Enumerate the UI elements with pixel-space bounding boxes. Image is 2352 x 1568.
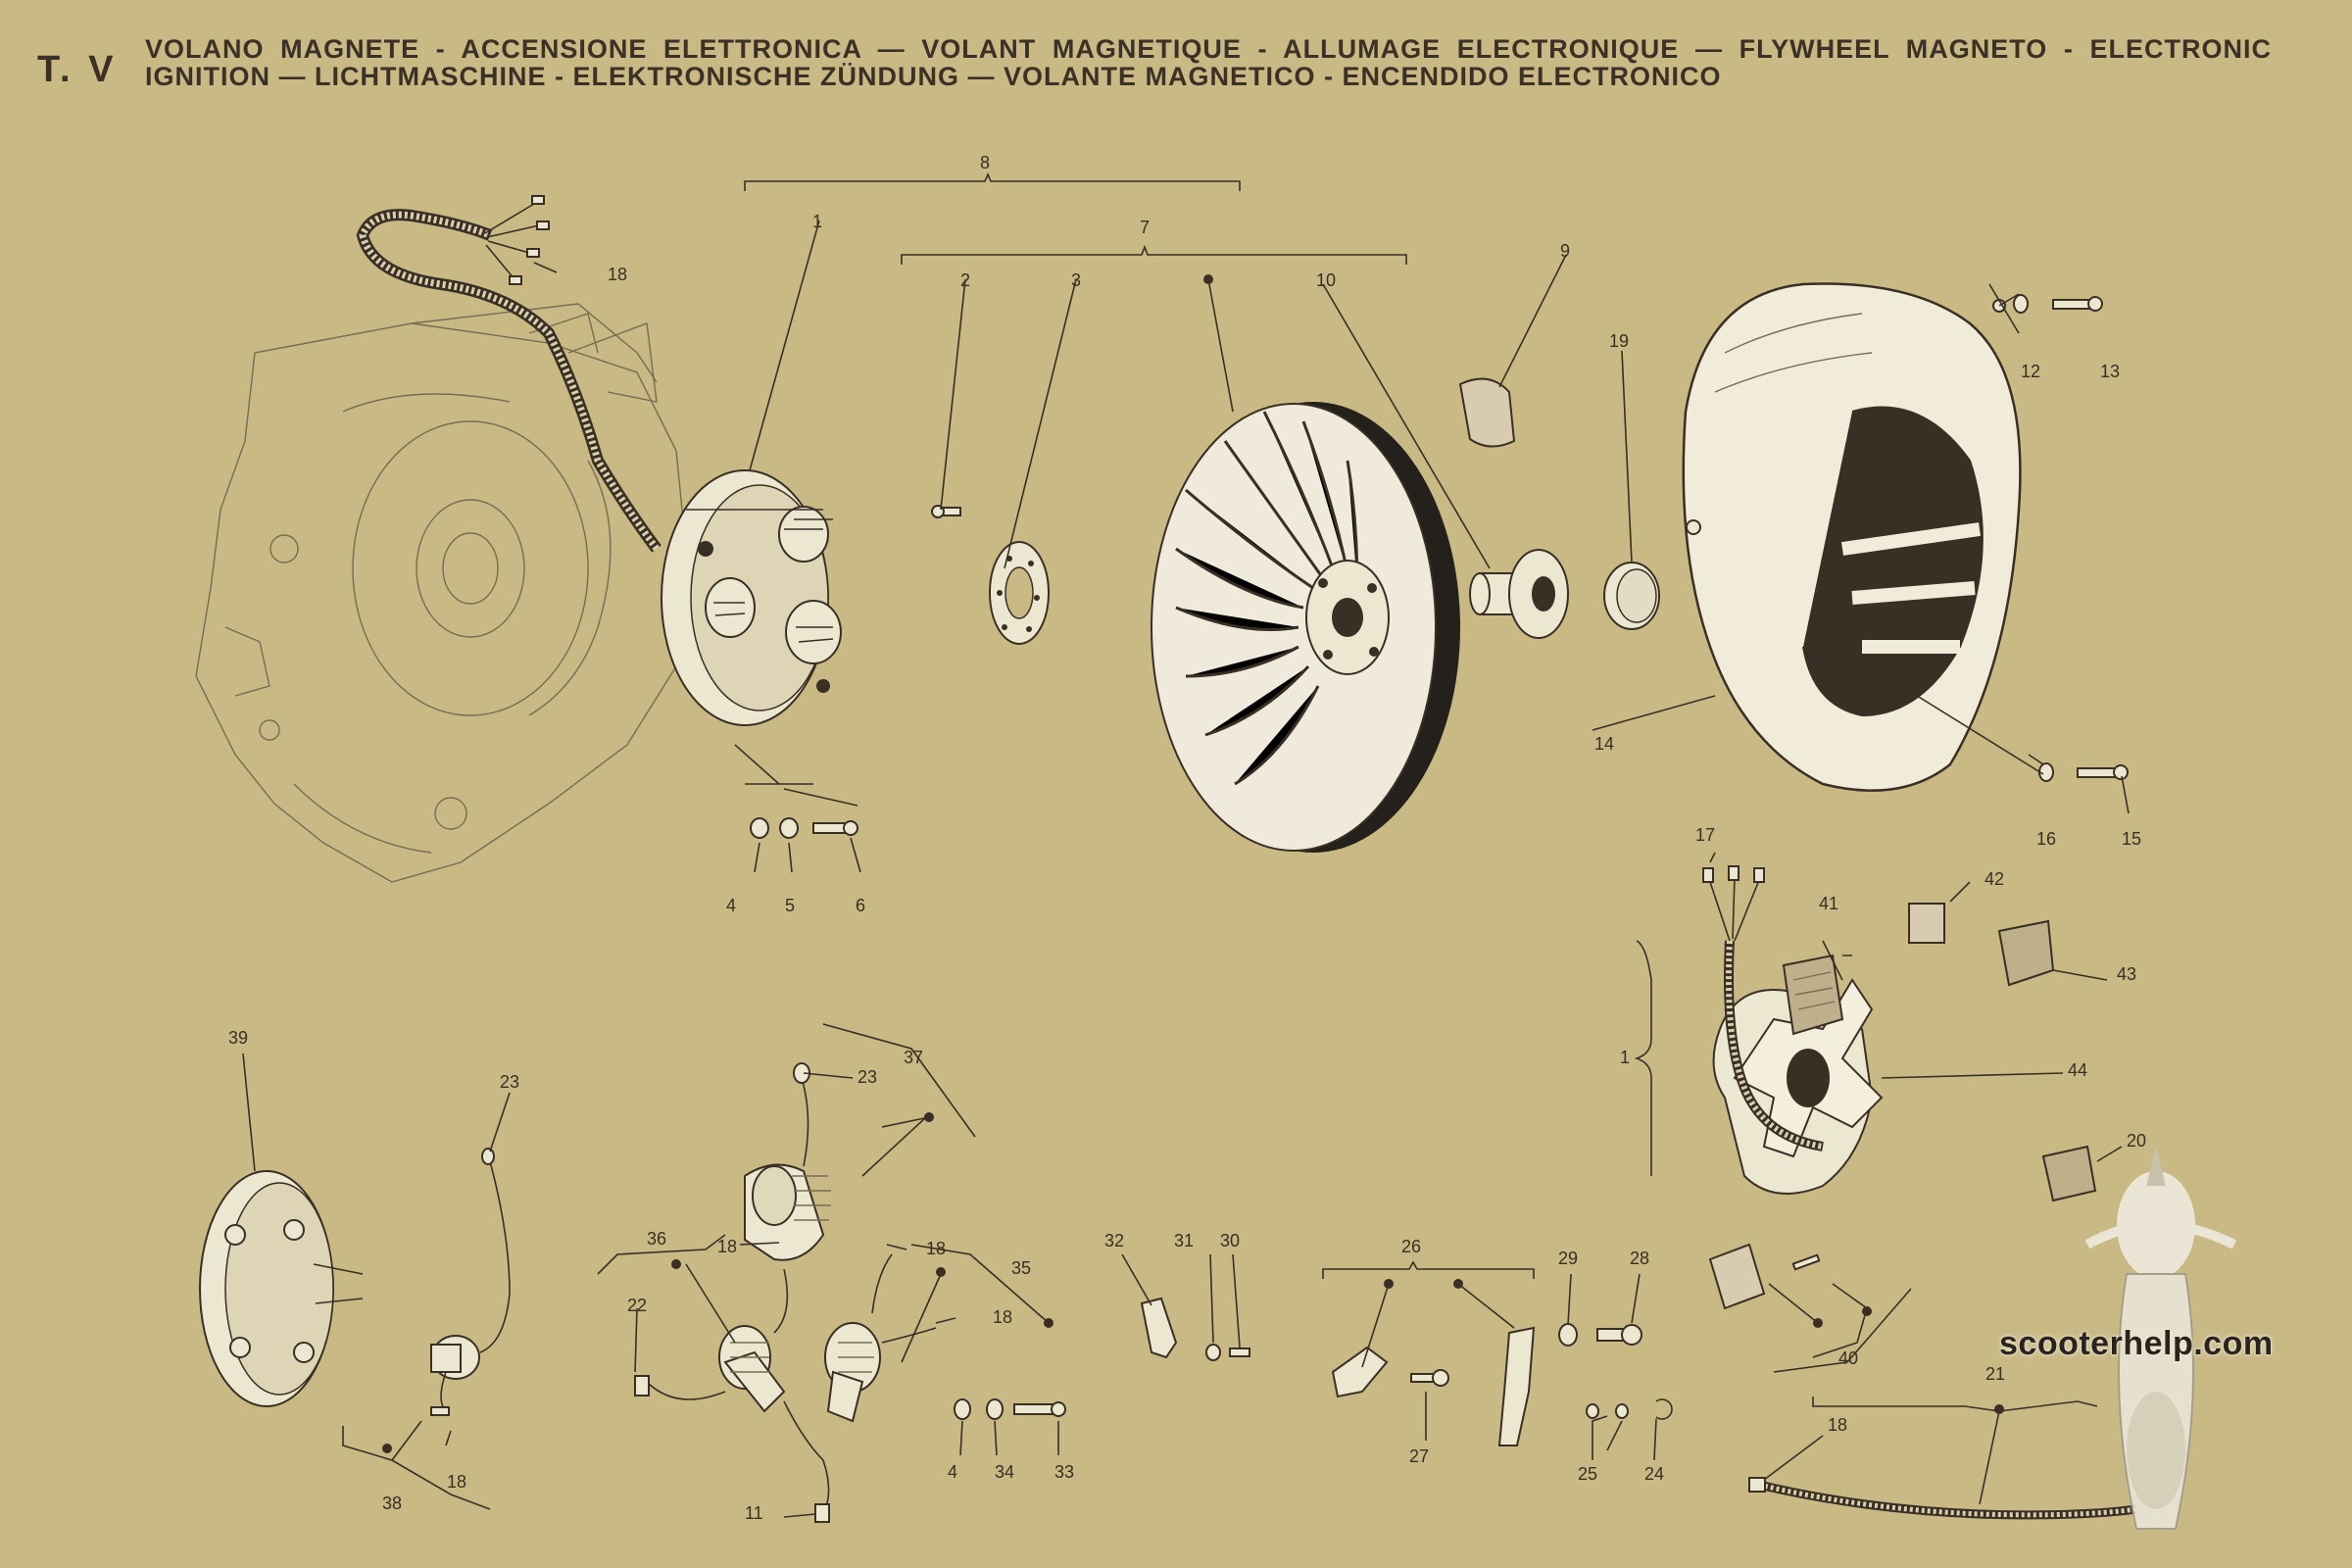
- callout: 29: [1558, 1249, 1578, 1268]
- callout: 31: [1174, 1231, 1194, 1250]
- watermark-text: scooterhelp.com: [1999, 1325, 2274, 1362]
- callout: 24: [1644, 1464, 1664, 1484]
- nut-washer-screw-set: [750, 817, 858, 839]
- leader-lines: [242, 172, 2130, 1518]
- callout: 2: [960, 270, 970, 290]
- callout: 41: [1819, 894, 1838, 913]
- callout: 36: [647, 1229, 666, 1249]
- title-line-2: IGNITION — LICHTMASCHINE - ELEKTRONISCHE…: [145, 62, 1722, 91]
- base-plate-39: [199, 1170, 364, 1407]
- callout: 18: [993, 1307, 1012, 1327]
- callout: 28: [1630, 1249, 1649, 1268]
- callout: 44: [2068, 1060, 2087, 1080]
- callout: 11: [745, 1503, 763, 1523]
- ht-lead-21: [1748, 1477, 2137, 1520]
- fan-cowling: [1682, 282, 2022, 792]
- hub-cap: [1603, 562, 1660, 630]
- hardware-33-34: [954, 1398, 1066, 1420]
- callout: 18: [717, 1237, 737, 1256]
- callout: 4: [726, 896, 736, 915]
- diagram-title: VOLANO MAGNETE - ACCENSIONE ELETTRONICA …: [145, 35, 2281, 90]
- lever-assembly-26: [1331, 1323, 1673, 1446]
- callout: 16: [2036, 829, 2056, 849]
- callout: 39: [228, 1028, 248, 1048]
- flywheel-hub: [1469, 549, 1569, 639]
- callout: 18: [447, 1472, 466, 1492]
- stator-wire-harness: [356, 195, 662, 553]
- lighting-coil-35: [824, 1253, 937, 1423]
- pickup-coil-38: [430, 1148, 511, 1416]
- callout: 1: [1620, 1048, 1630, 1067]
- callout: 4: [948, 1462, 957, 1482]
- callout: 1: [812, 212, 822, 231]
- module-20: [2041, 1145, 2097, 1202]
- screw-15: [2038, 762, 2129, 782]
- ignition-coil-37: [744, 1062, 831, 1261]
- callout: 22: [627, 1296, 647, 1315]
- callout: 18: [926, 1239, 946, 1258]
- callout: 3: [1071, 270, 1081, 290]
- callout: 14: [1594, 734, 1614, 754]
- callout: 40: [1838, 1348, 1858, 1368]
- callout: 10: [1316, 270, 1336, 290]
- scooter-logo: [2084, 1147, 2237, 1530]
- charging-coil-36: [634, 1268, 789, 1413]
- flange-washer: [989, 541, 1050, 645]
- module-43: [1997, 919, 2055, 987]
- callout: 33: [1054, 1462, 1074, 1482]
- callout: 20: [2127, 1131, 2146, 1151]
- callout: 32: [1104, 1231, 1124, 1250]
- callout: 5: [785, 896, 795, 915]
- leader-dots: [382, 274, 2004, 1453]
- callout: 8: [980, 153, 990, 172]
- callout: 37: [904, 1048, 923, 1067]
- callout: 30: [1220, 1231, 1240, 1250]
- callout: 21: [1985, 1364, 2005, 1384]
- screw-2: [931, 505, 961, 518]
- callout: 43: [2117, 964, 2136, 984]
- callout: 17: [1695, 825, 1715, 845]
- callout: 25: [1578, 1464, 1597, 1484]
- callout: 34: [995, 1462, 1014, 1482]
- crankcase-outline: [195, 303, 687, 883]
- callout: 18: [1828, 1415, 1847, 1435]
- callout: 26: [1401, 1237, 1421, 1256]
- module-41: [1782, 954, 1844, 1036]
- rubber-pad: [1458, 377, 1516, 448]
- screw-13: [2013, 294, 2103, 314]
- callout: 9: [1560, 241, 1570, 261]
- callout: 7: [1140, 218, 1150, 237]
- callout: 18: [608, 265, 627, 284]
- callout: 15: [2122, 829, 2141, 849]
- callout: 23: [500, 1072, 519, 1092]
- flywheel: [1151, 402, 1460, 853]
- plate-number: T. V: [37, 49, 118, 90]
- callout: 23: [858, 1067, 877, 1087]
- callout: 6: [856, 896, 865, 915]
- callout: 38: [382, 1494, 402, 1513]
- callout: 12: [2021, 362, 2040, 381]
- module-42: [1908, 903, 1945, 944]
- callout: 35: [1011, 1258, 1031, 1278]
- callout: 42: [1984, 869, 2004, 889]
- callout-numbers: 8 1 7 2 3 10 9 19 18 12 13 14 16 15 4 5 …: [228, 153, 2146, 1523]
- electronic-stator: [1712, 978, 1884, 1195]
- title-line-1: VOLANO MAGNETE - ACCENSIONE ELETTRONICA …: [145, 34, 2272, 64]
- module-40: [1708, 1243, 1821, 1310]
- callout: 27: [1409, 1446, 1429, 1466]
- lead-11: [783, 1400, 830, 1523]
- bracket-32: [1140, 1297, 1250, 1361]
- wiring-loop: [1702, 865, 1824, 1152]
- stator-plate: [661, 469, 842, 726]
- callout: 19: [1609, 331, 1629, 351]
- callout: 13: [2100, 362, 2120, 381]
- bracket-1: [1634, 940, 1652, 1176]
